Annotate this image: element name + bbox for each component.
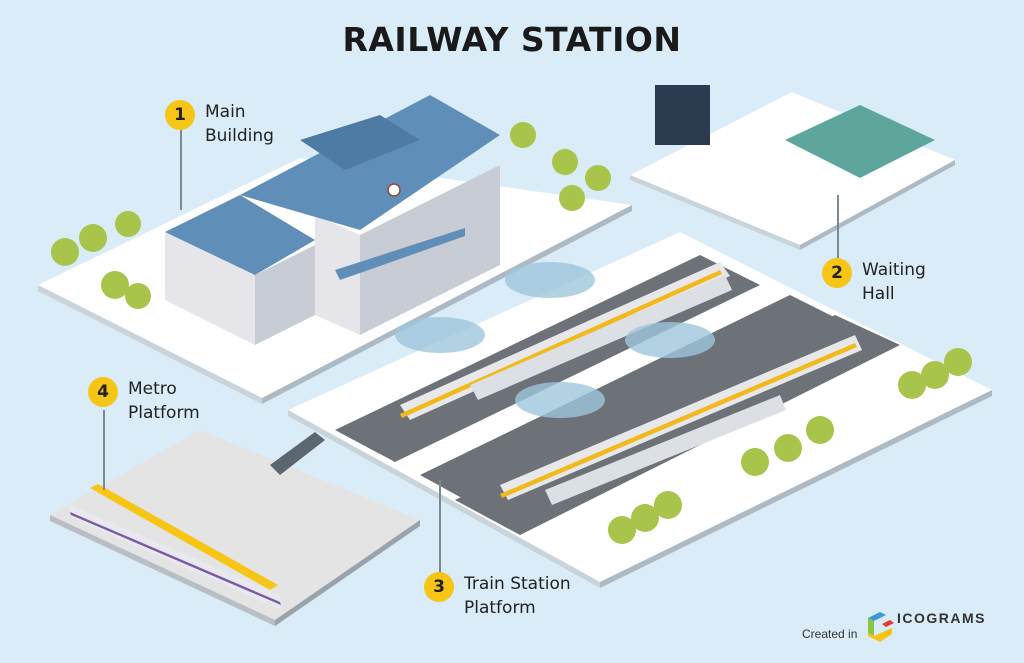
label-line: Metro <box>128 379 177 399</box>
label-line: Building <box>205 126 274 146</box>
platform-canopies <box>395 262 715 418</box>
leader-line-2 <box>837 195 839 258</box>
escalator <box>270 432 325 475</box>
number-badge: 4 <box>88 377 118 407</box>
icograms-logo-icon <box>868 612 894 642</box>
main-building <box>165 95 500 345</box>
label-line: Platform <box>128 403 200 423</box>
label-line: Main <box>205 102 246 122</box>
leader-line-1 <box>180 130 182 210</box>
leader-line-4 <box>103 410 105 490</box>
number-badge: 3 <box>424 572 454 602</box>
waiting-hall-platform <box>630 92 955 250</box>
number-badge: 1 <box>165 100 195 130</box>
metro-platform <box>50 430 420 626</box>
leader-line-3 <box>439 480 441 576</box>
label-line: Platform <box>464 598 536 618</box>
label-line: Train Station <box>464 574 571 594</box>
trains <box>70 262 862 610</box>
icograms-brand: ICOGRAMS <box>897 610 986 626</box>
departure-board <box>655 85 710 145</box>
number-badge: 2 <box>822 258 852 288</box>
label-line: Waiting <box>862 260 926 280</box>
label-line: Hall <box>862 284 895 304</box>
trees <box>51 122 972 544</box>
page-title: RAILWAY STATION <box>342 20 682 59</box>
credit-text: Created in <box>802 627 858 641</box>
